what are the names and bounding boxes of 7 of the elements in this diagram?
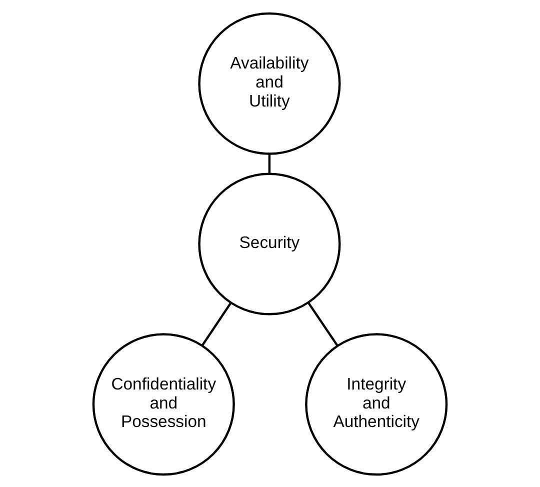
connector [268,154,271,174]
connector [307,302,338,346]
node-circle: Security [198,172,341,315]
node-circle: Integrity and Authenticity [305,332,448,476]
connector [202,302,232,346]
node-circle: Confidentiality and Possession [92,332,235,476]
node-circle: Availability and Utility [198,12,341,154]
